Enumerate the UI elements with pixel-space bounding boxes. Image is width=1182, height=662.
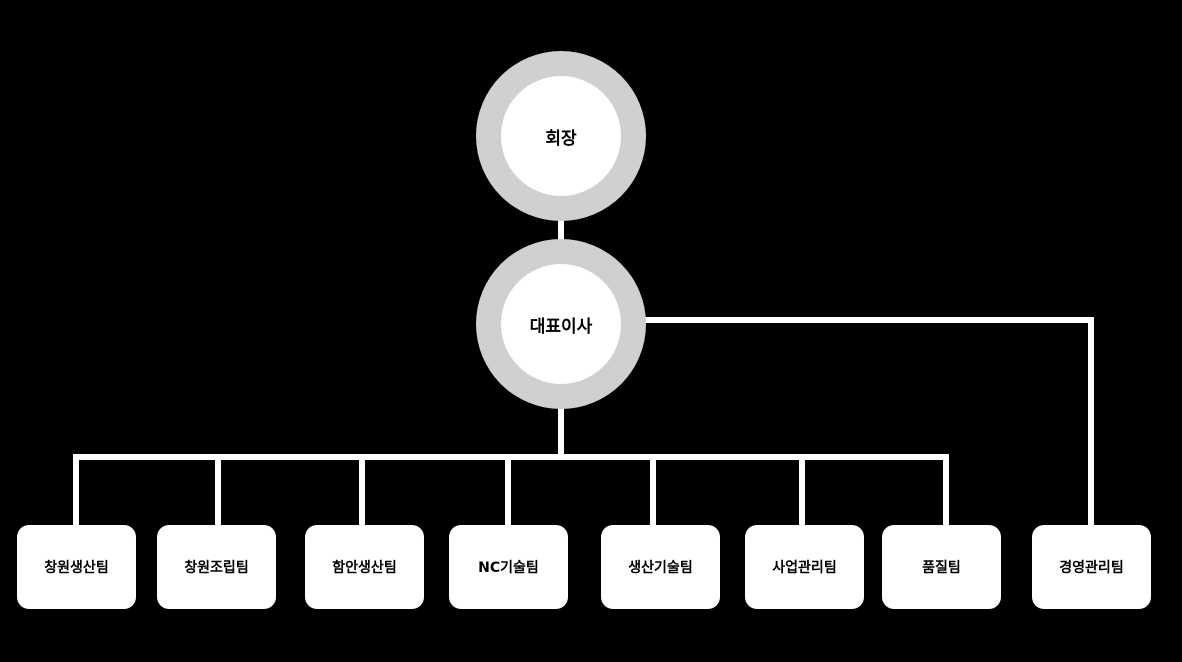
ceo-label: 대표이사 bbox=[501, 264, 621, 384]
team-node: 함안생산팀 bbox=[305, 525, 424, 609]
connector-team-3 bbox=[359, 454, 365, 527]
team-node: 창원조립팀 bbox=[157, 525, 276, 609]
connector-ceo-staff-horizontal bbox=[640, 317, 1094, 323]
chairman-node: 회장 bbox=[476, 51, 646, 221]
chairman-label: 회장 bbox=[501, 76, 621, 196]
connector-chairman-ceo bbox=[558, 218, 564, 244]
team-node: NC기술팀 bbox=[449, 525, 568, 609]
ceo-node: 대표이사 bbox=[476, 239, 646, 409]
connector-ceo-down bbox=[558, 405, 564, 460]
connector-ceo-staff-vertical bbox=[1088, 317, 1094, 527]
connector-team-5 bbox=[650, 454, 656, 527]
connector-team-6 bbox=[799, 454, 805, 527]
staff-team-node: 경영관리팀 bbox=[1032, 525, 1151, 609]
team-node: 생산기술팀 bbox=[601, 525, 720, 609]
connector-teams-bus bbox=[73, 454, 949, 460]
connector-team-7 bbox=[943, 454, 949, 527]
connector-team-1 bbox=[73, 454, 79, 527]
team-node: 창원생산팀 bbox=[17, 525, 136, 609]
connector-team-2 bbox=[215, 454, 221, 527]
connector-team-4 bbox=[505, 454, 511, 527]
team-node: 품질팀 bbox=[882, 525, 1001, 609]
team-node: 사업관리팀 bbox=[745, 525, 864, 609]
